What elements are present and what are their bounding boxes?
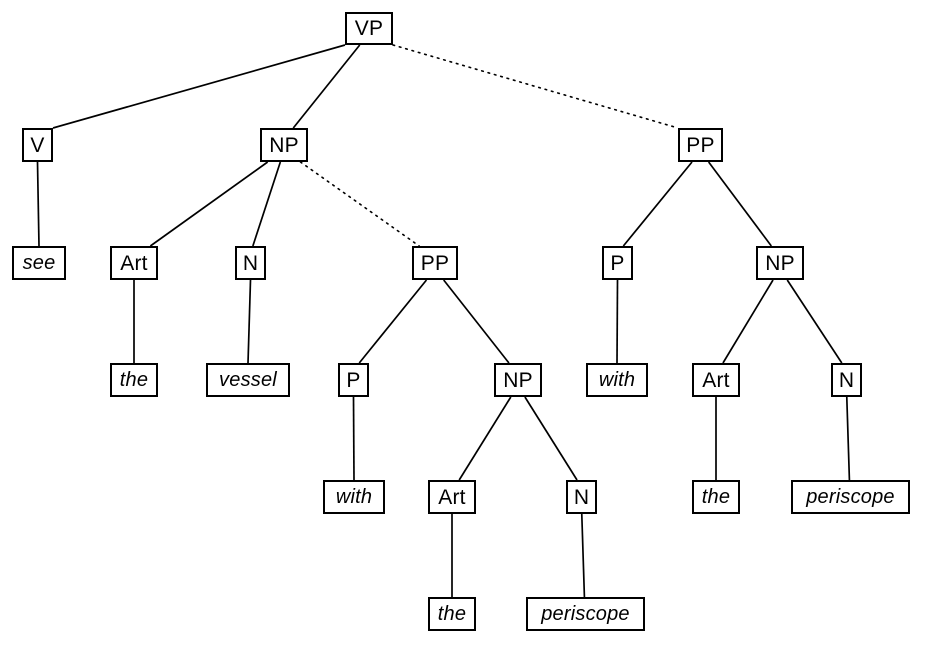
tree-node-np_low: NP — [494, 363, 542, 397]
tree-edge-np_high-to-n_high — [786, 279, 843, 364]
tree-node-label: PP — [420, 251, 450, 275]
tree-node-np1: NP — [260, 128, 308, 162]
tree-node-see: see — [12, 246, 66, 280]
tree-node-art_low: Art — [428, 480, 476, 514]
tree-node-p_low: P — [338, 363, 369, 397]
tree-node-with_low: with — [323, 480, 385, 514]
tree-node-periscope_high: periscope — [791, 480, 910, 514]
tree-node-n1: N — [235, 246, 266, 280]
tree-edge-np1-to-n1 — [252, 161, 282, 247]
tree-node-pp_low: PP — [412, 246, 458, 280]
tree-edge-np_high-to-art_high — [722, 279, 774, 364]
tree-node-art1: Art — [110, 246, 158, 280]
tree-node-n_high: N — [831, 363, 862, 397]
tree-edge-vp-to-pp_high — [392, 44, 679, 129]
tree-node-label: periscope — [806, 486, 895, 508]
tree-node-v: V — [22, 128, 53, 162]
tree-node-vessel: vessel — [206, 363, 290, 397]
tree-edge-vp-to-np1 — [292, 44, 361, 129]
tree-edge-np1-to-pp_low — [299, 161, 421, 247]
tree-node-label: NP — [269, 133, 299, 157]
tree-node-label: Art — [120, 251, 148, 275]
tree-edge-v-to-see — [36, 161, 40, 247]
tree-edge-np1-to-art1 — [149, 161, 269, 247]
tree-node-label: N — [573, 485, 590, 509]
tree-node-vp: VP — [345, 12, 393, 45]
tree-node-label: N — [242, 251, 259, 275]
tree-node-label: see — [22, 252, 56, 274]
tree-node-the1: the — [110, 363, 158, 397]
tree-edge-n_high-to-periscope_high — [845, 396, 851, 481]
tree-node-label: V — [30, 133, 45, 157]
tree-edge-pp_low-to-p_low — [358, 279, 428, 364]
tree-edge-pp_low-to-np_low — [443, 279, 510, 364]
tree-edge-np_low-to-n_low — [524, 396, 578, 481]
tree-node-label: periscope — [541, 603, 630, 625]
tree-node-the_low: the — [428, 597, 476, 631]
tree-node-periscope_low: periscope — [526, 597, 645, 631]
tree-node-n_low: N — [566, 480, 597, 514]
tree-node-p_high: P — [602, 246, 633, 280]
tree-node-label: PP — [686, 133, 715, 157]
tree-node-label: Art — [702, 368, 730, 392]
tree-node-label: N — [838, 368, 855, 392]
tree-node-label: the — [119, 369, 149, 391]
tree-edge-n_low-to-periscope_low — [580, 513, 586, 598]
tree-node-label: NP — [503, 368, 533, 392]
tree-edge-vp-to-v — [52, 44, 346, 129]
tree-node-label: with — [598, 369, 636, 391]
tree-node-the_high: the — [692, 480, 740, 514]
tree-node-label: the — [701, 486, 731, 508]
tree-edge-p_low-to-with_low — [352, 396, 355, 481]
tree-node-label: the — [437, 603, 467, 625]
tree-node-label: Art — [438, 485, 466, 509]
tree-edge-p_high-to-with_high — [616, 279, 619, 364]
tree-edge-np_low-to-art_low — [458, 396, 512, 481]
tree-node-pp_high: PP — [678, 128, 723, 162]
tree-node-label: P — [346, 368, 361, 392]
tree-node-label: with — [335, 486, 373, 508]
tree-node-with_high: with — [586, 363, 648, 397]
tree-node-label: VP — [354, 17, 384, 40]
tree-node-label: P — [610, 251, 625, 275]
tree-node-art_high: Art — [692, 363, 740, 397]
tree-node-label: NP — [765, 251, 795, 275]
tree-edge-pp_high-to-np_high — [707, 161, 773, 247]
tree-edge-pp_high-to-p_high — [622, 161, 693, 247]
tree-node-np_high: NP — [756, 246, 804, 280]
tree-edge-n1-to-vessel — [247, 279, 252, 364]
tree-node-label: vessel — [219, 369, 277, 391]
